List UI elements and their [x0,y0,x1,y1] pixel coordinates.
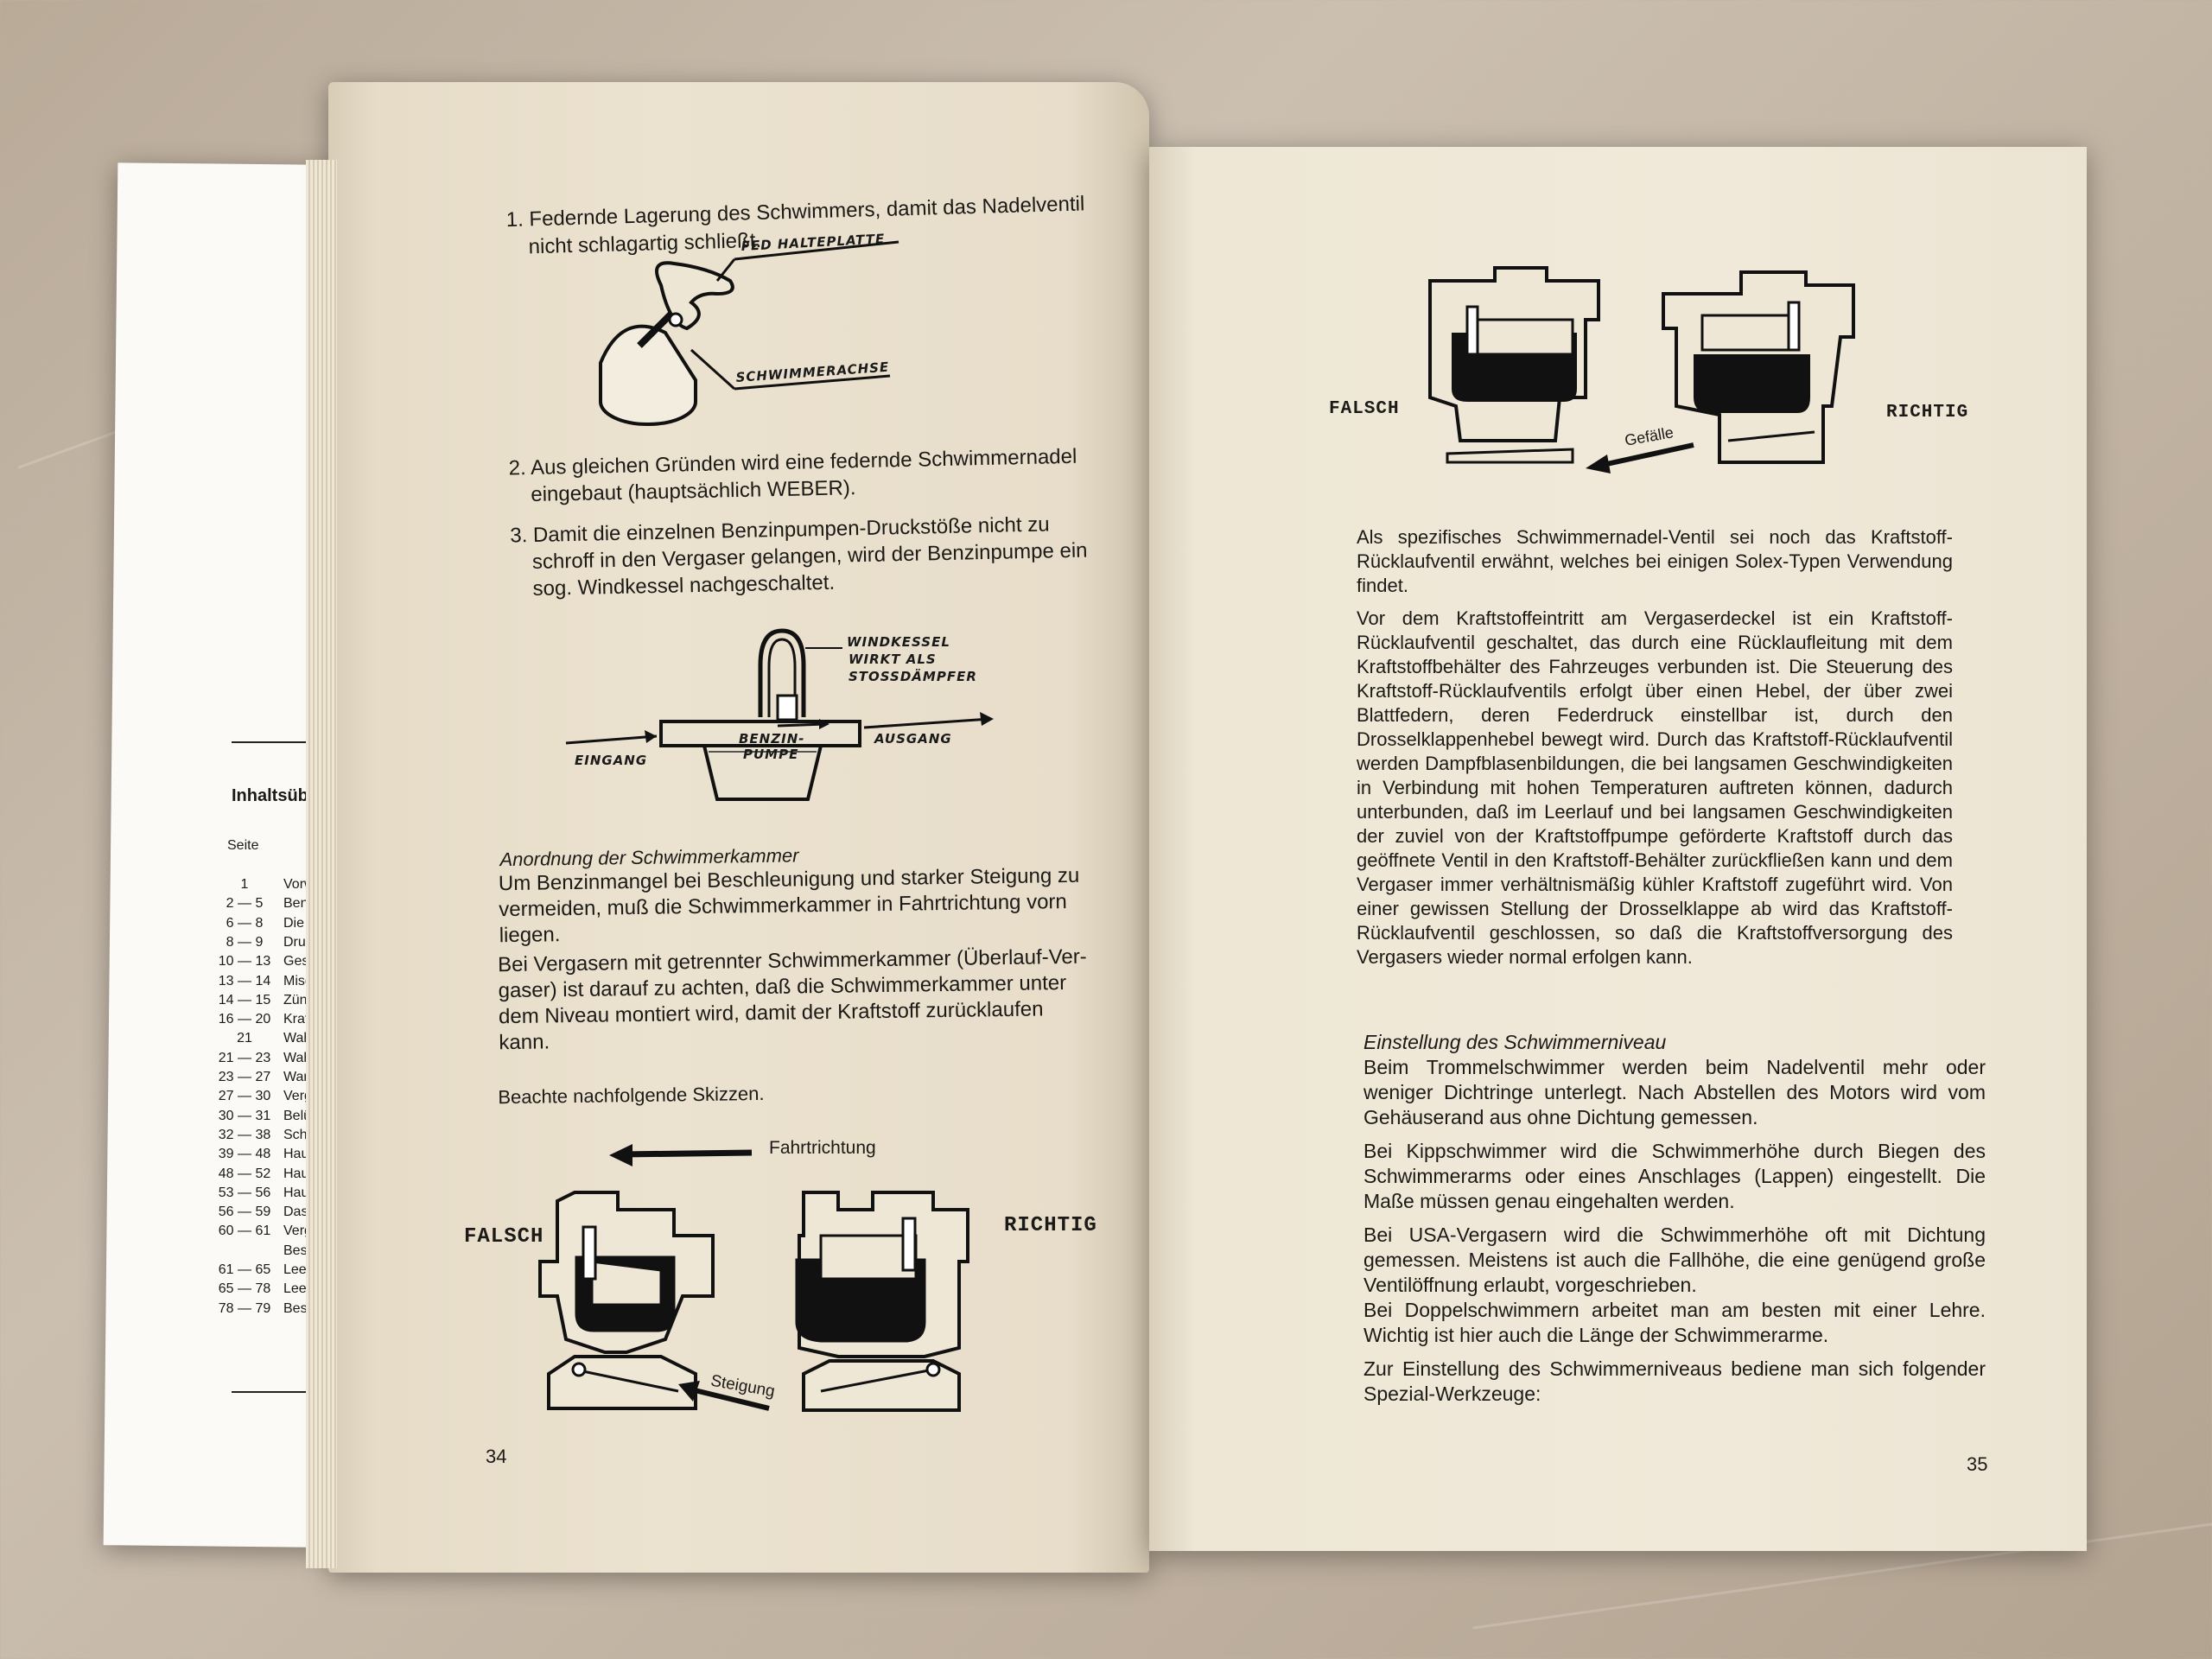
left-para3: Beachte nachfolgende Skizzen. [498,1082,765,1109]
fahrtrichtung-arrow [609,1144,753,1166]
toc-pages: 65 — 78 [218,1281,271,1297]
toc-pages: 14 — 15 [218,992,271,1007]
fahrtrichtung-label: Fahrtrichtung [769,1138,876,1158]
left-carb-falsch-figure [538,1191,715,1410]
windkessel-figure: WINDKESSEL WIRKT ALS STOSSDÄMPFER EINGAN… [565,628,994,801]
toc-pages: 6 — 8 [226,915,264,931]
toc-pages: 27 — 30 [218,1089,271,1104]
toc-pages: 2 — 5 [226,896,264,912]
steigung-arrow [678,1381,770,1411]
toc-pages: 48 — 52 [218,1166,271,1181]
right-richtig-label: RICHTIG [1886,403,1969,423]
right-para5b: Bei Doppelschwimmern arbeitet man am bes… [1363,1299,1986,1346]
gefaelle-arrow [1586,442,1694,474]
page-edges [306,160,337,1568]
toc-pages: 1 [240,877,249,892]
right-heading: Einstellung des Schwimmerniveau [1363,1031,1667,1053]
right-para2: Vor dem Kraftstoffeintritt am Vergaserde… [1357,607,1953,968]
toc-pages: 30 — 31 [218,1108,271,1123]
toc-pages: 60 — 61 [218,1224,271,1239]
right-page [1149,147,2087,1551]
toc-pages: 23 — 27 [218,1070,271,1084]
left-para2-line4: kann. [499,1030,550,1055]
left-carb-richtig-figure [795,1191,969,1412]
right-falsch-label: FALSCH [1329,399,1400,419]
fig2-pumpe-1: BENZIN- [739,731,804,747]
right-para6: Zur Einstellung des Schwimmerniveaus bed… [1363,1357,1986,1405]
fig2-windkessel-2: WIRKT ALS [849,652,937,667]
toc-pages: 8 — 9 [226,934,264,950]
toc-pages: 32 — 38 [218,1127,271,1142]
fig2-windkessel-1: WINDKESSEL [847,634,950,650]
left-page-number: 34 [486,1446,507,1467]
toc-pages: 16 — 20 [218,1012,271,1027]
toc-pages: 21 [237,1031,252,1046]
left-falsch-label: FALSCH [464,1225,544,1249]
fig2-pumpe-2: PUMPE [743,747,798,762]
toc-pages: 10 — 13 [218,954,271,969]
toc-pages: 53 — 56 [218,1185,271,1200]
fig2-windkessel-3: STOSSDÄMPFER [849,668,977,684]
toc-pages: 56 — 59 [218,1205,271,1220]
right-carb-richtig-figure [1662,270,1855,464]
right-para1: Als spezifisches Schwimmernadel-Ventil s… [1357,526,1953,596]
toc-pages: 13 — 14 [218,973,271,988]
right-para4: Bei Kippschwimmer wird die Schwimmerhöhe… [1363,1140,1986,1212]
right-para5a: Bei USA-Vergasern wird die Schwimmerhöhe… [1363,1224,1986,1296]
left-para1-line3: liegen. [499,923,561,948]
fig2-ausgang: AUSGANG [874,731,952,747]
toc-entry-title: Kraft [283,1012,313,1027]
toc-pages: 61 — 65 [218,1262,271,1277]
float-bearing-figure: FED HALTEPLATTE SCHWIMMERACHSE [599,231,899,426]
left-page [306,82,1149,1573]
right-carb-falsch-figure [1428,266,1600,464]
right-para3: Beim Trommelschwimmer werden beim Nadelv… [1363,1056,1986,1128]
fig2-eingang: EINGANG [575,753,647,768]
right-text-column: Als spezifisches Schwimmernadel-Ventil s… [1357,525,1953,978]
right-text-column-lower: Einstellung des Schwimmerniveau Beim Tro… [1363,1030,1986,1415]
toc-pages: 21 — 23 [218,1050,271,1065]
toc-pages: 78 — 79 [218,1300,271,1316]
toc-seite-label: Seite [227,838,259,853]
right-page-number: 35 [1967,1453,1988,1475]
toc-pages: 39 — 48 [218,1147,271,1162]
toc-row: 16 — 20 Kraft [206,1012,396,1027]
left-richtig-label: RICHTIG [1004,1214,1097,1237]
